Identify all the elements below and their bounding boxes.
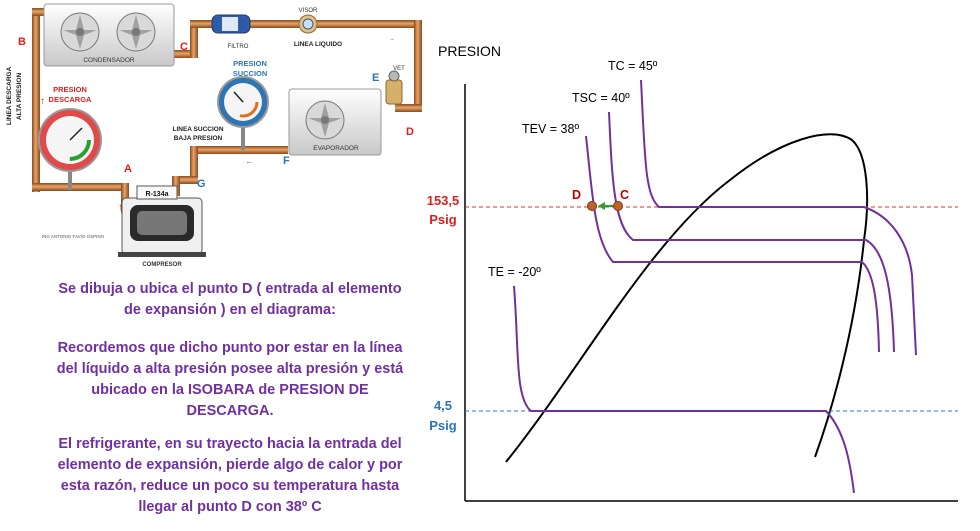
discharge-pressure-gauge: PRESION DESCARGA (38, 85, 102, 190)
explanation-paragraph-3: El refrigerante, en su trayecto hacia la… (57, 436, 403, 515)
compressor-unit: R-134a COMPRESOR (118, 185, 206, 268)
discharge-flow-arrow: ↑ (40, 96, 45, 107)
explanation-paragraph-2: Recordemos que dicho punto por estar en … (56, 340, 404, 419)
isotherm-te (513, 285, 855, 494)
state-point-d-marker (587, 201, 597, 211)
circuit-point-c: C (180, 41, 188, 53)
filter-label: FILTRO (228, 44, 249, 50)
refrigeration-circuit-illustration: CONDENSADOR FILTRO VISOR LINEA LIQUIDO →… (6, 3, 422, 268)
sight-glass-label: VISOR (299, 8, 318, 14)
state-point-c-label: C (620, 188, 629, 202)
discharge-line-label: LINEA DESCARGA (6, 66, 13, 125)
condenser-unit: CONDENSADOR (43, 3, 175, 67)
refrigerant-label: R-134a (146, 191, 169, 198)
state-point-c-marker (613, 201, 623, 211)
circuit-point-f: F (283, 155, 290, 167)
suction-flow-arrow: ← (245, 156, 254, 166)
circuit-point-e: E (372, 72, 379, 84)
pressure-enthalpy-diagram: PRESION TC = 45º TSC = 40º TEV = 38º TE … (427, 43, 958, 502)
evaporator-unit: EVAPORADOR (288, 88, 382, 156)
suction-gauge-subtitle: SUCCION (233, 69, 268, 78)
low-pressure-value: 4,5 (434, 398, 452, 413)
compressor-label: COMPRESOR (142, 262, 182, 268)
suction-gauge-title: PRESION (233, 59, 267, 68)
discharge-gauge-subtitle: DESCARGA (49, 95, 93, 104)
circuit-point-a: A (124, 163, 132, 175)
valve-label: VET (393, 66, 405, 72)
filter-drier: FILTRO (211, 14, 251, 50)
circuit-point-d: D (406, 126, 414, 138)
y-axis-label: PRESION (438, 43, 501, 59)
isotherm-tsc (608, 111, 895, 353)
isotherm-label-tc: TC = 45º (608, 59, 658, 73)
discharge-line-sublabel: ALTA PRESION (16, 73, 23, 120)
condenser-label: CONDENSADOR (83, 57, 135, 64)
discharge-gauge-title: PRESION (53, 85, 87, 94)
sight-glass: VISOR LINEA LIQUIDO → (294, 8, 395, 48)
isotherm-tc (640, 79, 917, 356)
liquid-line-label: LINEA LIQUIDO (294, 41, 342, 48)
suction-pressure-gauge: PRESION SUCCION (217, 59, 269, 150)
suction-line-label: LINEA SUCCION (172, 126, 223, 133)
isotherm-label-tev: TEV = 38º (522, 122, 579, 136)
saturation-dome (505, 133, 869, 463)
expansion-valve: VET (385, 66, 405, 105)
circuit-point-b: B (18, 36, 26, 48)
author-label: ING ANTONIO FAVIO OSPINO (42, 234, 105, 239)
explanation-paragraph-1: Se dibuja o ubica el punto D ( entrada a… (58, 281, 402, 318)
circuit-point-g: G (197, 178, 206, 190)
flow-arrow-label: → (389, 36, 395, 42)
compressor-flow-arrow: ↑ (118, 202, 123, 213)
high-pressure-value: 153,5 (427, 193, 460, 208)
isotherm-label-tsc: TSC = 40º (572, 91, 630, 105)
state-point-d-label: D (572, 188, 581, 202)
axes: PRESION (438, 43, 958, 502)
isotherm-label-te: TE = -20º (488, 265, 541, 279)
low-pressure-unit: Psig (429, 418, 457, 433)
evaporator-label: EVAPORADOR (313, 145, 359, 152)
isotherm-tev (585, 135, 880, 353)
suction-line-sublabel: BAJA PRESION (174, 135, 223, 142)
high-pressure-unit: Psig (429, 212, 457, 227)
cooling-arrow (598, 202, 614, 210)
